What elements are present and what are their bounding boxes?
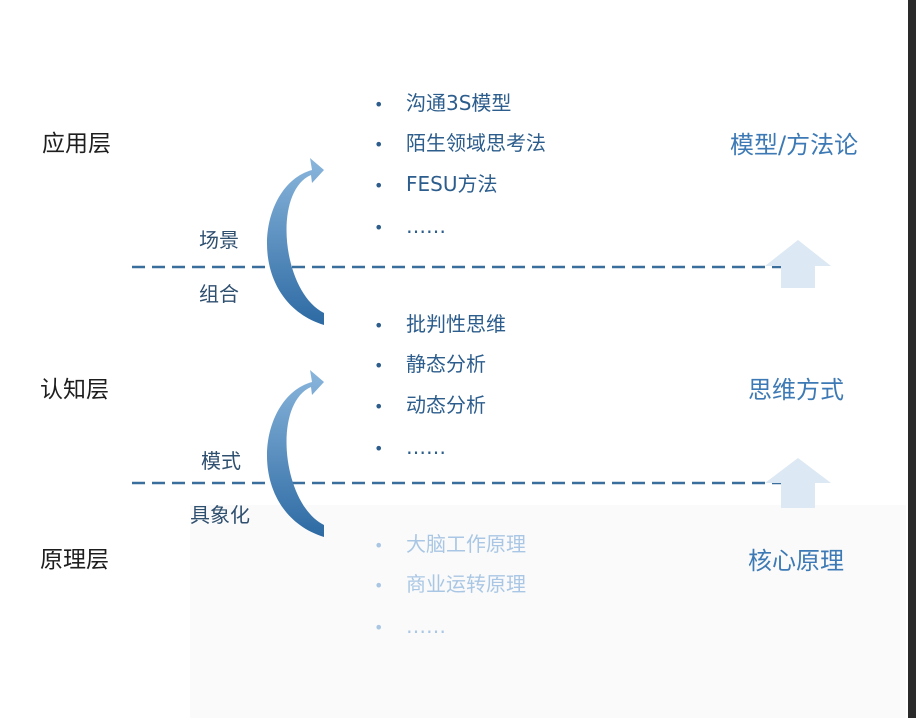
right-label-thinking-mode: 思维方式	[748, 376, 844, 404]
list-item-text: 沟通3S模型	[406, 91, 512, 115]
bullet-dot: •	[374, 356, 384, 375]
right-label-methodology: 模型/方法论	[730, 131, 859, 159]
list-item: • 陌生领域思考法	[374, 129, 546, 157]
bullet-dot: •	[374, 218, 384, 237]
bullet-dot: •	[374, 576, 384, 595]
list-item: • FESU方法	[374, 170, 497, 198]
list-item: • 大脑工作原理	[374, 530, 526, 558]
right-label-core-principle: 核心原理	[748, 547, 844, 575]
list-item-text: 陌生领域思考法	[406, 131, 546, 155]
transition-label-pattern: 模式	[201, 449, 241, 473]
bullet-dot: •	[374, 95, 384, 114]
list-item: • ……	[374, 212, 446, 240]
bullet-dot: •	[374, 536, 384, 555]
list-item: • 沟通3S模型	[374, 89, 511, 117]
up-arrow-upper	[765, 240, 831, 288]
bullet-dot: •	[374, 439, 384, 458]
layer-label-cognition: 认知层	[40, 377, 109, 403]
transition-label-concretization: 具象化	[190, 503, 250, 527]
list-item-text: 动态分析	[406, 393, 486, 417]
list-item-text: ……	[406, 614, 446, 638]
list-item: • 动态分析	[374, 391, 486, 419]
list-item-text: FESU方法	[406, 172, 498, 196]
transition-label-combination: 组合	[199, 282, 239, 306]
list-item-text: 批判性思维	[406, 312, 506, 336]
list-item: • 批判性思维	[374, 310, 506, 338]
list-item: • 静态分析	[374, 350, 486, 378]
list-item-text: ……	[406, 214, 446, 238]
curved-arrow-lower	[267, 370, 324, 537]
background-panel	[190, 505, 906, 718]
bullet-dot: •	[374, 618, 384, 637]
list-item-text: 静态分析	[406, 352, 486, 376]
list-item-text: 大脑工作原理	[406, 532, 526, 556]
bullet-dot: •	[374, 397, 384, 416]
bullet-dot: •	[374, 316, 384, 335]
list-item: • ……	[374, 433, 446, 461]
bullet-dot: •	[374, 176, 384, 195]
list-item-text: ……	[406, 435, 446, 459]
curved-arrow-upper	[267, 158, 324, 325]
bullet-dot: •	[374, 135, 384, 154]
list-item: • 商业运转原理	[374, 570, 526, 598]
layer-label-principle: 原理层	[40, 547, 109, 573]
up-arrow-lower	[765, 458, 831, 508]
list-item: • ……	[374, 612, 446, 640]
list-item-text: 商业运转原理	[406, 572, 526, 596]
window-edge-bar	[908, 0, 916, 718]
layer-label-application: 应用层	[42, 131, 111, 157]
transition-label-scene: 场景	[199, 228, 239, 252]
